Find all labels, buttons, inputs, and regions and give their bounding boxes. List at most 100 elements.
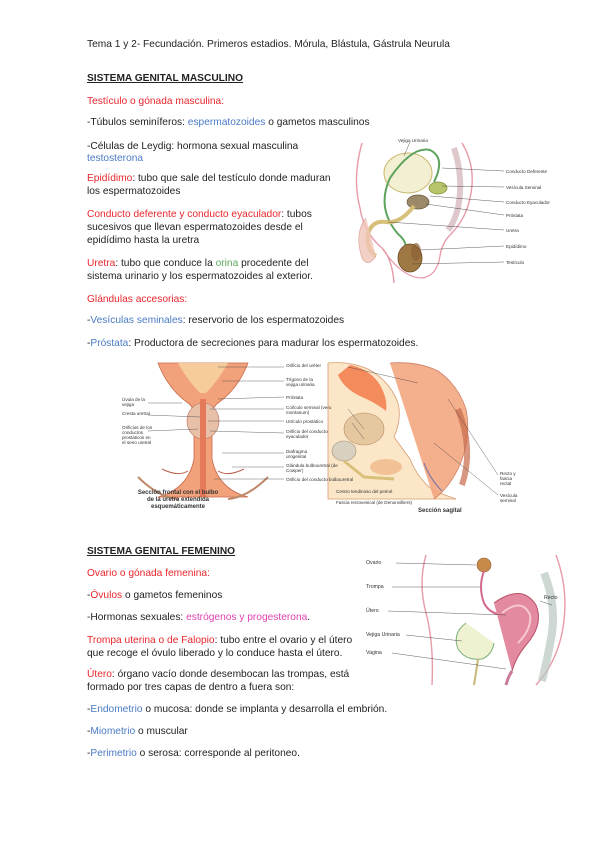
trompa-line-2: que recoge el óvulo liberado y lo conduc… <box>87 648 343 659</box>
miometrio-line: -Miometrio o muscular <box>87 725 188 738</box>
prostata-desc: : Productora de secreciones para madurar… <box>128 338 419 349</box>
page-header: Tema 1 y 2- Fecundación. Primeros estadi… <box>87 39 450 50</box>
ovulos-line: -Óvulos o gametos femeninos <box>87 589 222 602</box>
vesiculas-term: Vesículas seminales <box>90 315 183 326</box>
male-label-vesicula: Vesícula Seminal <box>506 185 542 190</box>
epididimo-term: Epidídimo <box>87 173 133 184</box>
section-label-prostata: Próstata <box>286 395 304 400</box>
section-label-recto: Recto y fascia rectal <box>500 471 516 486</box>
female-section-heading: SISTEMA GENITAL FEMENINO <box>87 546 236 557</box>
section-label-cresta: Cresta uretral <box>122 411 150 416</box>
utero-line-2: formado por tres capas de dentro a fuera… <box>87 682 295 693</box>
tubulos-line: -Túbulos seminíferos: espermatozoides o … <box>87 116 370 129</box>
uretra-desc-2: procedente del <box>238 258 309 269</box>
section-label-orificios-prostaticos: Orificios de los conductos prostáticos e… <box>122 425 153 445</box>
tubulos-text: -Túbulos seminíferos: <box>87 117 188 128</box>
hormonas-term: estrógenos y progesterona <box>186 612 308 623</box>
section-caption-frontal-2: de la uretra extendida <box>146 497 210 503</box>
testosterona-term: testosterona <box>87 153 144 164</box>
section-label-trigono: Trígono de la vejiga urinaria <box>286 377 315 387</box>
female-anatomy-illustration <box>387 554 566 686</box>
male-label-epididimo: Epidídimo <box>506 244 527 249</box>
utero-desc: : órgano vacío donde desembocan las trom… <box>111 669 350 680</box>
male-label-vejiga: Vejiga Urinaria <box>398 138 428 143</box>
male-anatomy-figure: Vejiga Urinaria Conducto Deferente Vesíc… <box>342 138 550 288</box>
section-caption-frontal-3: esquemáticamente <box>150 504 206 510</box>
tubulos-suffix: o gametos masculinos <box>265 117 370 128</box>
male-label-eyaculador: Conducto Eyaculador <box>506 200 550 205</box>
section-caption-sagital: Sección sagital <box>418 508 462 514</box>
section-label-centro-tendinoso: Centro tendinoso del periné <box>336 489 393 494</box>
male-section-heading: SISTEMA GENITAL MASCULINO <box>87 73 244 84</box>
perimetrio-line: -Perimetrio o serosa: corresponde al per… <box>87 747 300 760</box>
female-label-ovario: Ovario <box>366 560 382 566</box>
section-label-uvula: Úvula de la vejiga <box>122 397 145 407</box>
perimetrio-desc: o serosa: corresponde al peritoneo. <box>136 748 300 759</box>
leydig-line: -Células de Leydig: hormona sexual mascu… <box>87 141 299 152</box>
male-label-uretra: Uretra <box>506 228 519 233</box>
perimetrio-term: Perimetrio <box>90 748 137 759</box>
miometrio-term: Miometrio <box>90 726 136 737</box>
section-label-vesicula: Vesícula seminal <box>500 493 518 503</box>
orina-term: orina <box>215 258 239 269</box>
trompa-term: Trompa uterina o de Falopio <box>87 635 215 646</box>
ovulos-term: Óvulos <box>90 590 123 601</box>
male-label-testiculo: Testículo <box>506 260 525 265</box>
uretra-desc: : tubo que conduce la <box>115 258 216 269</box>
female-label-vagina: Vagina <box>366 650 382 656</box>
section-label-orificio-bulbouretral: Orificio del conducto bulbouretral <box>286 477 354 482</box>
endometrio-desc: o mucosa: donde se implanta y desarrolla… <box>142 704 388 715</box>
male-anatomy-illustration <box>355 141 505 284</box>
section-label-fascia: Fascia rectovesical (de Denonvilliers) <box>336 500 413 505</box>
section-label-utriculo: Utrículo prostático <box>286 419 324 424</box>
ovario-heading: Ovario o gónada femenina: <box>87 568 210 579</box>
trompa-desc: : tubo entre el ovario y el útero <box>214 635 353 646</box>
glandulas-heading: Glándulas accesorias: <box>87 294 188 305</box>
utero-term: Útero <box>87 669 112 680</box>
conducto-line-3: epidídimo hasta la uretra <box>87 235 200 246</box>
utero-line: Útero: órgano vacío donde desembocan las… <box>87 668 349 681</box>
testiculo-heading: Testículo o gónada masculina: <box>87 96 225 107</box>
female-label-utero: Útero <box>366 608 379 614</box>
epididimo-line-2: los espermatozoides <box>87 186 181 197</box>
vesiculas-desc: : reservorio de los espermatozoides <box>182 315 345 326</box>
uretra-term: Uretra <box>87 258 116 269</box>
trompa-line: Trompa uterina o de Falopio: tubo entre … <box>87 634 352 647</box>
hormonas-text: -Hormonas sexuales: <box>87 612 187 623</box>
section-anatomy-illustration <box>137 362 499 500</box>
section-label-coliculo: Colículo seminal (veru montanum) <box>286 405 332 415</box>
epididimo-desc: : tubo que sale del testículo donde madu… <box>132 173 331 184</box>
uretra-line: Uretra: tubo que conduce la orina proced… <box>87 257 308 270</box>
vesiculas-dash: - <box>87 315 91 326</box>
male-label-prostata: Próstata <box>506 213 524 218</box>
section-anatomy-figure: Úvula de la vejiga Cresta uretral Orific… <box>118 359 523 517</box>
male-label-deferente: Conducto Deferente <box>506 169 548 174</box>
section-label-diafragma: Diafragma urogenital <box>286 449 308 459</box>
conducto-line-2: sucesivos que llevan espermatozoides des… <box>87 222 303 233</box>
hormonas-line: -Hormonas sexuales: estrógenos y progest… <box>87 611 310 624</box>
miometrio-desc: o muscular <box>135 726 188 737</box>
section-label-orificio-eyaculador: Orificio del conducto eyaculador <box>286 429 328 439</box>
female-label-vejiga: Vejiga Urinaria <box>366 632 400 638</box>
section-label-glandula: Glándula bulbouretral (de Cowper) <box>286 463 338 473</box>
miometrio-dash: - <box>87 726 91 737</box>
ovulos-dash: - <box>87 590 91 601</box>
section-label-ureter: Orificio del uréter <box>286 363 321 368</box>
perimetrio-dash: - <box>87 748 91 759</box>
epididimo-line: Epidídimo: tubo que sale del testículo d… <box>87 172 331 185</box>
conducto-line: Conducto deferente y conducto eyaculador… <box>87 208 312 221</box>
endometrio-line: -Endometrio o mucosa: donde se implanta … <box>87 703 387 716</box>
prostata-term: Próstata <box>90 338 129 349</box>
female-label-trompa: Trompa <box>366 584 384 590</box>
uretra-line-2: sistema urinario y los espermatozoides a… <box>87 271 313 282</box>
espermatozoides-term: espermatozoides <box>187 117 266 128</box>
prostata-dash: - <box>87 338 91 349</box>
endometrio-term: Endometrio <box>90 704 143 715</box>
conducto-term: Conducto deferente y conducto eyaculador <box>87 209 282 220</box>
conducto-desc: : tubos <box>281 209 312 220</box>
female-label-recto: Recto <box>544 595 558 601</box>
prostata-line: -Próstata: Productora de secreciones par… <box>87 337 418 350</box>
section-caption-frontal-1: Sección frontal con el bulbo <box>137 490 219 496</box>
hormonas-period: . <box>307 612 311 623</box>
